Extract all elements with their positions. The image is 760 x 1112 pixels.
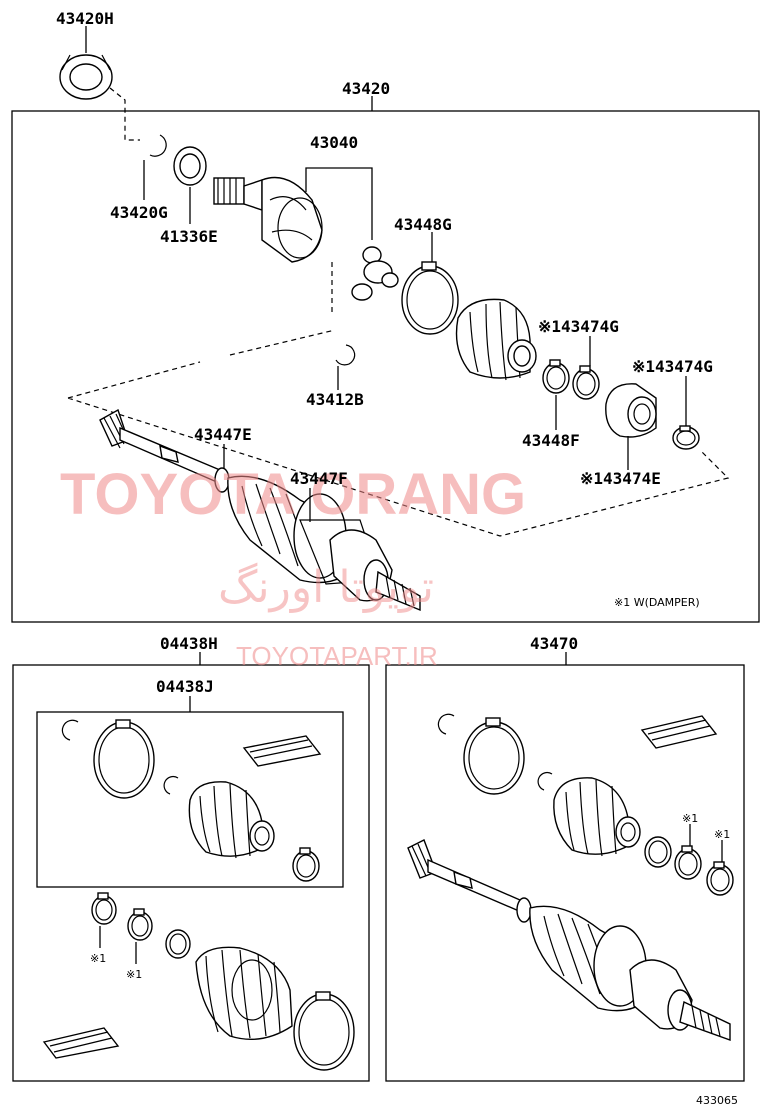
snap-ring-43412B-part — [335, 344, 356, 366]
label-43040: 43040 — [310, 133, 358, 152]
clamp-kit-small-c-part — [127, 908, 153, 941]
label-43420H: 43420H — [56, 9, 114, 28]
mark1-a: ※1 — [90, 952, 106, 965]
clamp-43474G-a-part — [572, 365, 600, 400]
label-43420: 43420 — [342, 79, 390, 98]
grease-packet-a-part — [242, 735, 322, 767]
label-43470: 43470 — [530, 634, 578, 653]
watermark-persian: تویوتا اورنگ — [218, 562, 434, 613]
mark1-d: ※1 — [714, 828, 730, 841]
label-41336E: 41336E — [160, 227, 218, 246]
seal-43420H-part — [59, 54, 113, 100]
damper-note: ※1 W(DAMPER) — [614, 596, 700, 609]
clamp-43470-small-c-part — [706, 861, 734, 896]
snap-ring-43470-b-part — [537, 771, 553, 791]
boot-kit-b-part — [195, 946, 293, 1041]
clamp-43470-small-b-part — [674, 845, 702, 880]
drive-shaft-43470-part — [407, 839, 731, 1041]
clamp-43448G-part — [401, 261, 459, 335]
label-43474G-b: ※143474G — [632, 357, 713, 376]
tripod-joint-part — [351, 246, 399, 301]
label-04438J: 04438J — [156, 677, 214, 696]
watermark-brand: TOYOTA ORANG — [60, 462, 526, 527]
inboard-boot-part — [455, 298, 537, 381]
clamp-43470-large-part — [463, 717, 525, 795]
main-assembly-frame — [11, 110, 760, 623]
damper-43474E-part — [605, 383, 657, 438]
mark1-c: ※1 — [682, 812, 698, 825]
clamp-kit-small-a-part — [292, 847, 320, 882]
mark1-b: ※1 — [126, 968, 142, 981]
clamp-kit-large-a-part — [93, 719, 155, 799]
clamp-43470-small-a-part — [644, 836, 672, 868]
watermark-site: TOYOTAPART.IR — [236, 641, 438, 671]
label-43448F: 43448F — [522, 431, 580, 450]
label-43448G: 43448G — [394, 215, 452, 234]
boot-43470-part — [553, 777, 641, 857]
label-43474E: ※143474E — [580, 469, 661, 488]
clamp-43448F-part — [542, 359, 570, 394]
boot-kit-a-part — [188, 781, 275, 859]
grease-packet-b-part — [42, 1027, 120, 1059]
clamp-kit-small-b-part — [91, 892, 117, 925]
drive-shaft-assembly-part — [99, 408, 421, 612]
shaft-kit-frame — [385, 664, 745, 1082]
label-04438H: 04438H — [160, 634, 218, 653]
label-43447F: 43447F — [290, 469, 348, 488]
clamp-kit-small-d-part — [165, 929, 191, 959]
shaft-group-outline — [67, 329, 730, 537]
snap-ring-kit-b-part — [163, 775, 179, 795]
label-43447E: 43447E — [194, 425, 252, 444]
snap-ring-kit-a-part — [61, 719, 79, 741]
snap-ring-43420G-part — [149, 134, 167, 157]
grease-packet-43470-part — [640, 715, 718, 749]
clamp-43474G-b-part — [672, 425, 700, 450]
boot-kit-frame — [12, 664, 370, 1082]
label-43420G: 43420G — [110, 203, 168, 222]
inboard-joint-housing-part — [213, 176, 323, 263]
diagram-number: 433065 — [696, 1094, 738, 1107]
seal-41336E-part — [173, 146, 207, 186]
label-43412B: 43412B — [306, 390, 364, 409]
snap-ring-43470-a-part — [437, 713, 455, 735]
label-43474G-a: ※143474G — [538, 317, 619, 336]
clamp-kit-large-b-part — [293, 991, 355, 1071]
leader-43040 — [305, 167, 373, 240]
dash-43420H — [109, 87, 140, 141]
